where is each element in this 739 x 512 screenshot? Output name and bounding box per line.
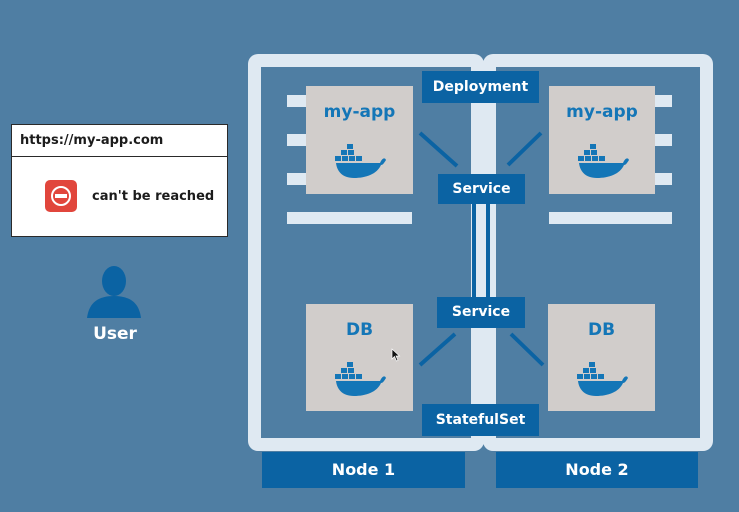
error-message: can't be reached bbox=[92, 189, 215, 204]
service-top-label: Service bbox=[438, 174, 525, 204]
user-silhouette-icon bbox=[87, 266, 141, 318]
mouse-cursor-icon bbox=[391, 348, 401, 362]
user-label: User bbox=[93, 324, 137, 344]
pod-label: my-app bbox=[566, 102, 638, 122]
service-bottom-label: Service bbox=[437, 297, 525, 328]
node-1-frame bbox=[248, 54, 484, 451]
statefulset-label: StatefulSet bbox=[422, 404, 539, 436]
pod-label: DB bbox=[345, 320, 374, 340]
replica-strip bbox=[549, 212, 672, 224]
app-pod-node-1: my-app bbox=[306, 86, 413, 194]
deployment-label: Deployment bbox=[422, 71, 539, 103]
no-entry-icon bbox=[45, 180, 77, 212]
db-pod-node-2: DB bbox=[548, 304, 655, 411]
docker-whale-icon bbox=[335, 144, 386, 178]
docker-whale-icon bbox=[577, 362, 628, 396]
node-2-label: Node 2 bbox=[496, 452, 698, 488]
browser-window: https://my-app.com can't be reached bbox=[11, 124, 228, 237]
pod-label: my-app bbox=[323, 102, 396, 122]
pod-label: DB bbox=[587, 320, 616, 340]
service-link bbox=[486, 203, 490, 298]
service-link bbox=[472, 203, 476, 298]
docker-whale-icon bbox=[578, 144, 629, 178]
node-1-label: Node 1 bbox=[262, 452, 465, 488]
docker-whale-icon bbox=[335, 362, 386, 396]
replica-strip bbox=[287, 212, 412, 224]
app-pod-node-2: my-app bbox=[549, 86, 655, 194]
browser-url: https://my-app.com bbox=[12, 125, 227, 157]
